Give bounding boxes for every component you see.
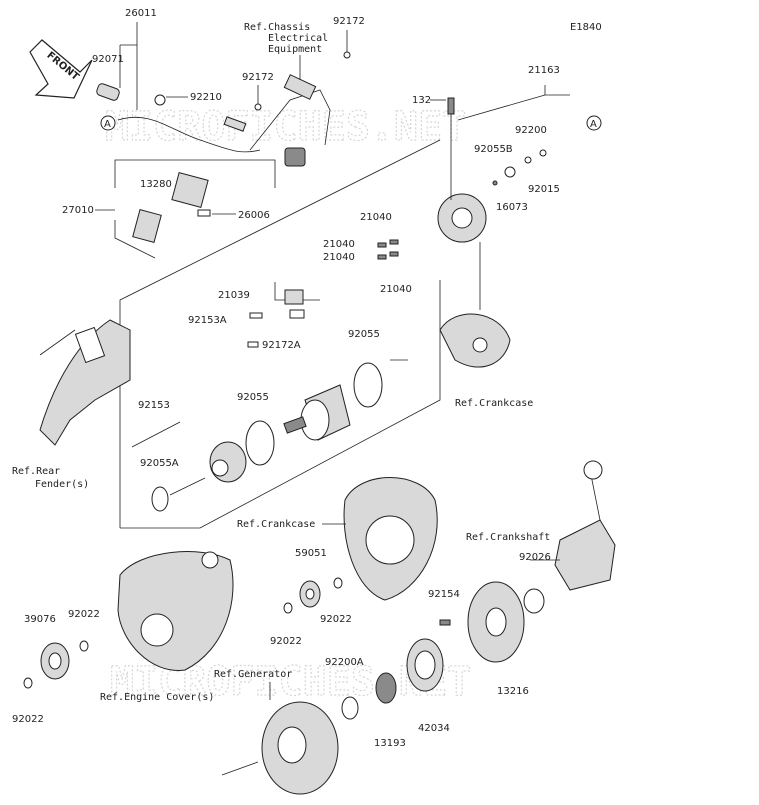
connector-boot [284,147,306,167]
brush-set [377,239,399,260]
label-13280: 13280 [140,179,172,190]
label-92026: 92026 [519,552,551,563]
label-21040-a: 21040 [360,212,392,223]
label-92055b: 92055B [474,144,513,155]
rear-fender [39,319,131,446]
ref-generator: Ref.Generator [214,669,292,680]
panel-outline-left [119,139,441,528]
starter-end-cover [437,97,547,310]
oil-seal-92026 [523,588,545,614]
generator-rotor [221,701,339,795]
crankcase-upper-part [439,313,511,368]
label-132: 132 [412,95,431,106]
label-16073: 16073 [496,202,528,213]
starter-clutch-gear-13216 [467,581,525,663]
relay-bracket [283,74,317,100]
brush-holder [247,282,320,348]
svg-text:A: A [104,119,111,130]
ref-crankcase-upper: Ref.Crankcase [455,398,533,409]
cable-harness-group [96,22,351,167]
ref-chassis-2: Electrical [268,33,328,44]
label-92210: 92210 [190,92,222,103]
cable-end-92071 [96,83,120,101]
label-92200: 92200 [515,125,547,136]
crankshaft [530,460,616,591]
diagram-code: E1840 [570,22,602,33]
starter-relay-group [114,159,276,259]
label-92153: 92153 [138,400,170,411]
label-42034: 42034 [418,723,450,734]
label-21163: 21163 [528,65,560,76]
washer-92022-a [79,640,89,652]
starter-relay [171,171,209,209]
label-92172-mid: 92172 [242,72,274,83]
watermark-top: MICROFICHES.NET [105,104,466,150]
callout-a-left: A [100,115,116,131]
label-39076: 39076 [24,614,56,625]
label-92015: 92015 [528,184,560,195]
crankcase-mid [343,477,438,601]
label-92055-mid: 92055 [237,392,269,403]
o-ring-92055-upper [353,362,383,408]
label-92172a: 92172A [262,340,301,351]
starter-front-cover [209,441,247,483]
washer-92200a [341,696,359,720]
washer-92022-c [333,577,343,589]
label-59051: 59051 [295,548,327,559]
label-92022-a: 92022 [68,609,100,620]
ref-chassis-3: Equipment [268,44,322,55]
needle-bearing-13193 [375,672,397,704]
svg-text:A: A [590,119,597,130]
label-13193: 13193 [374,738,406,749]
bolt-132 [447,97,455,115]
label-21040-b: 21040 [323,239,355,250]
label-26006: 26006 [238,210,270,221]
washer-92022-b [23,677,33,689]
starter-motor-body [283,384,351,441]
label-92153a: 92153A [188,315,227,326]
label-92022-c: 92022 [320,614,352,625]
ref-crankshaft: Ref.Crankshaft [466,532,550,543]
label-92071: 92071 [92,54,124,65]
gear-59051 [299,580,321,608]
label-92200a: 92200A [325,657,364,668]
label-21040-d: 21040 [380,284,412,295]
label-92055a: 92055A [140,458,179,469]
ref-rear-fender-2: Fender(s) [35,479,89,490]
ref-chassis-1: Ref.Chassis [244,22,310,33]
label-92154: 92154 [428,589,460,600]
callout-a-right: A [586,115,602,131]
ref-crankcase-lower: Ref.Crankcase [237,519,315,530]
washer-16073 [504,166,516,178]
washer-92022-d [283,602,293,614]
ref-engine-cover: Ref.Engine Cover(s) [100,692,214,703]
one-way-clutch-42034 [406,638,444,692]
label-21040-c: 21040 [323,252,355,263]
label-26011: 26011 [125,8,157,19]
label-92022-d: 92022 [270,636,302,647]
o-ring-92055a [151,486,169,512]
label-92022-b: 92022 [12,714,44,725]
nut-92210 [154,94,166,106]
label-27010: 27010 [62,205,94,216]
relay-cover-13280 [132,209,162,243]
gear-39076 [40,642,70,680]
long-bolt-92153 [131,421,181,448]
label-21039: 21039 [218,290,250,301]
label-92055-top: 92055 [348,329,380,340]
label-92172-top: 92172 [333,16,365,27]
panel-outline-right [120,280,441,529]
label-13216: 13216 [497,686,529,697]
front-arrow-icon: FRONT [29,39,93,99]
engine-cover [117,551,234,671]
ref-rear-fender-1: Ref.Rear [12,466,60,477]
bolt-92154 [439,619,451,626]
o-ring-92055-mid [245,420,275,466]
